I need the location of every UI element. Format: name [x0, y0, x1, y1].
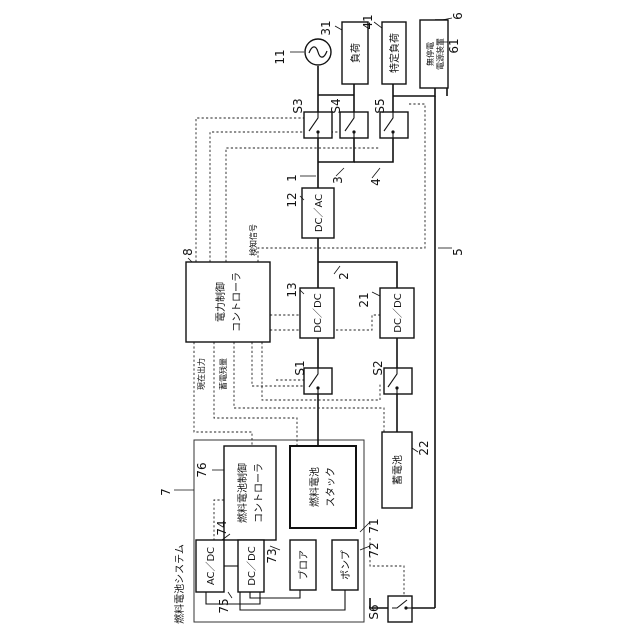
ref-2: 2: [337, 272, 351, 280]
dc-dc-13-label: DC／DC: [312, 293, 324, 332]
switch-s1-label: S1: [293, 360, 307, 375]
dc-dc-converter-75: DC／DC: [238, 540, 264, 592]
ref-1: 1: [285, 174, 299, 182]
ref-73: 73: [265, 548, 279, 563]
ref-76: 76: [195, 462, 209, 477]
ac-grid-source: [305, 39, 331, 65]
fc-controller-label-line1: 燃料電池制御: [236, 463, 249, 523]
fc-controller-label-line2: コントローラ: [253, 463, 265, 523]
storage-battery-label: 蓄電池: [391, 455, 404, 485]
specific-load-41: 特定負荷: [382, 22, 406, 84]
blower-73: ブロア: [290, 540, 316, 590]
ref-8: 8: [181, 248, 195, 256]
ref-6: 6: [451, 12, 465, 20]
pump-label: ポンプ: [340, 550, 352, 580]
ups-61: 無停電 電源装置: [420, 20, 448, 88]
dc-dc-converter-21: DC／DC: [380, 288, 414, 338]
ref-75: 75: [217, 598, 231, 613]
switch-s6: [388, 596, 412, 622]
switch-s4: [340, 112, 368, 138]
ref-22: 22: [417, 440, 431, 455]
dc-dc-converter-13: DC／DC: [300, 288, 334, 338]
dc-ac-converter-12: DC／AC: [302, 188, 334, 238]
ref-13: 13: [285, 282, 299, 297]
power-controller-label-line2: コントローラ: [231, 272, 243, 332]
ups-label-line2: 電源装置: [435, 38, 445, 70]
stored-amount-label: 蓄電残量: [218, 358, 228, 390]
fc-controller-76: 燃料電池制御 コントローラ: [224, 446, 276, 540]
power-controller-label-line1: 電力制御: [214, 282, 227, 322]
fc-stack-label-line2: スタック: [325, 467, 337, 507]
ref-41: 41: [361, 14, 375, 29]
dc-ac-label: DC／AC: [313, 194, 325, 232]
generated-power-label: 現在出力: [196, 358, 206, 390]
switch-s2-label: S2: [371, 360, 385, 375]
storage-battery-22: 蓄電池: [382, 432, 412, 508]
ac-dc-label: AC／DC: [205, 547, 217, 585]
switch-s4-label: S4: [329, 98, 343, 113]
ups-label-line1: 無停電: [425, 42, 435, 66]
dc-dc-75-label: DC／DC: [246, 546, 258, 585]
ref-3: 3: [331, 176, 345, 184]
load-31: 負荷: [342, 22, 368, 84]
fc-stack-71: 燃料電池 スタック: [290, 446, 356, 528]
pump-72: ポンプ: [332, 540, 358, 590]
ref-12: 12: [285, 192, 299, 207]
ref-21: 21: [357, 292, 371, 307]
power-controller-8: 電力制御 コントローラ: [186, 262, 270, 342]
switch-s6-label: S6: [367, 604, 381, 619]
ref-7: 7: [159, 488, 173, 496]
ref-5: 5: [451, 248, 465, 256]
ref-74: 74: [215, 520, 229, 535]
ref-61: 61: [447, 38, 461, 53]
switch-s3-label: S3: [291, 98, 305, 113]
ac-dc-converter-74: AC／DC: [196, 540, 224, 592]
dc-dc-21-label: DC／DC: [392, 293, 404, 332]
detection-signal-label: 検知信号: [248, 224, 258, 256]
ref-31: 31: [319, 20, 333, 35]
fuel-cell-system-label: 燃料電池システム: [173, 544, 186, 624]
load-label: 負荷: [350, 43, 362, 63]
ref-71: 71: [367, 518, 381, 533]
switch-s1: [304, 368, 332, 394]
specific-load-label: 特定負荷: [388, 33, 401, 73]
switch-s2: [384, 368, 412, 394]
fc-stack-label-line1: 燃料電池: [308, 467, 321, 507]
switch-s5: [380, 112, 408, 138]
ref-72: 72: [367, 542, 381, 557]
ref-11: 11: [273, 49, 287, 64]
ref-4: 4: [369, 178, 383, 186]
switch-s5-label: S5: [373, 98, 387, 113]
blower-label: ブロア: [297, 550, 310, 580]
switch-s3: [304, 112, 332, 138]
